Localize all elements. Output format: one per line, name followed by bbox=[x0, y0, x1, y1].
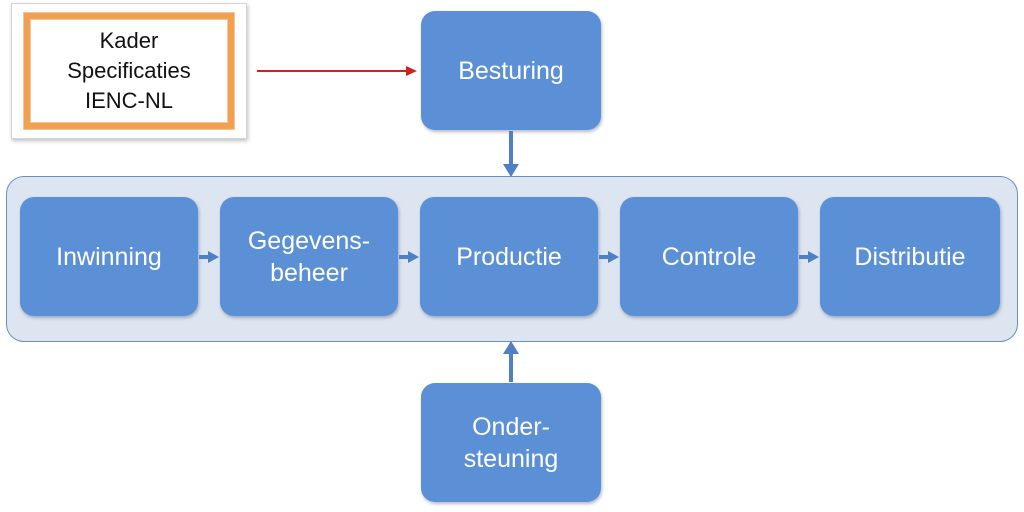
node-ondersteuning-label-1: Onder- bbox=[472, 412, 550, 441]
node-inwinning: Inwinning bbox=[20, 197, 198, 316]
kader-specificaties-card: Kader Specificaties IENC-NL bbox=[11, 3, 247, 139]
node-gegevensbeheer: Gegevens- beheer bbox=[220, 197, 398, 316]
arrow-inwinning-to-gegevensbeheer bbox=[199, 251, 219, 263]
node-ondersteuning-label-2: steuning bbox=[463, 444, 559, 473]
node-controle-label: Controle bbox=[661, 242, 757, 271]
arrow-productie-to-controle bbox=[599, 251, 619, 263]
node-distributie-label: Distributie bbox=[854, 242, 966, 271]
node-productie: Productie bbox=[420, 197, 598, 316]
kader-line-2: Specificaties bbox=[67, 58, 191, 83]
node-controle: Controle bbox=[620, 197, 798, 316]
arrow-kader-to-besturing bbox=[257, 66, 417, 76]
arrow-besturing-to-productie bbox=[503, 131, 519, 177]
node-besturing: Besturing bbox=[421, 11, 601, 130]
node-productie-label: Productie bbox=[456, 242, 562, 271]
node-gegevensbeheer-label-2: beheer bbox=[270, 258, 348, 287]
node-inwinning-label: Inwinning bbox=[56, 242, 162, 271]
arrow-controle-to-distributie bbox=[799, 251, 819, 263]
arrow-gegevensbeheer-to-productie bbox=[399, 251, 419, 263]
arrow-ondersteuning-to-productie bbox=[503, 341, 519, 382]
node-ondersteuning: Onder- steuning bbox=[421, 383, 601, 502]
node-besturing-label: Besturing bbox=[458, 56, 564, 85]
kader-line-3: IENC-NL bbox=[84, 88, 173, 113]
kader-line-1: Kader bbox=[99, 28, 159, 53]
kader-specificaties-frame: Kader Specificaties IENC-NL bbox=[24, 13, 234, 129]
node-distributie: Distributie bbox=[820, 197, 1000, 316]
node-gegevensbeheer-label-1: Gegevens- bbox=[247, 226, 371, 255]
kader-specificaties-text: Kader Specificaties IENC-NL bbox=[67, 26, 191, 116]
